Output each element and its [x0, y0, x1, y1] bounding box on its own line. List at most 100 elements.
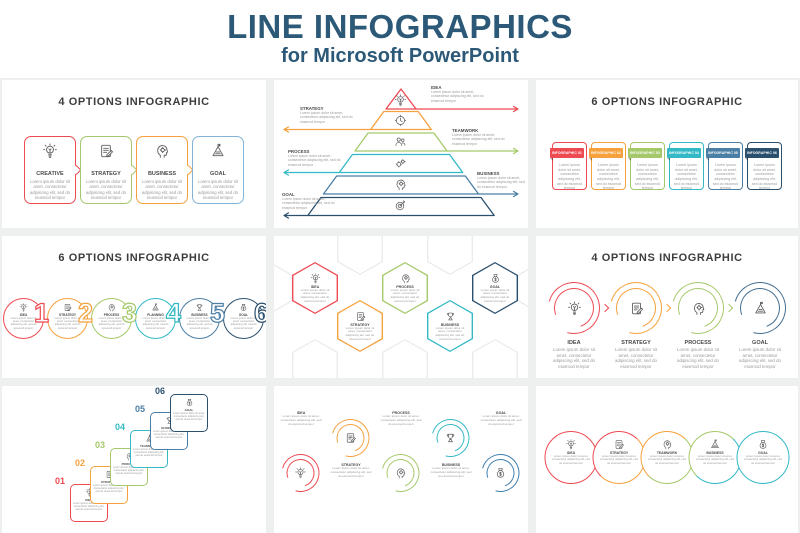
option-number: 1: [33, 298, 49, 328]
note-icon: [631, 302, 643, 314]
pyramid-icon: [754, 301, 766, 313]
ribbon-card-6: INFOGRAPHIC 06 Lorem ipsum dolor sit ame…: [745, 142, 782, 190]
step-number: 01: [55, 476, 66, 486]
money-icon: [759, 440, 767, 449]
option-description: Lorem ipsum dolor sit amet, consectetur …: [141, 179, 183, 200]
hexagon-decor: [292, 339, 338, 378]
money-icon: [240, 304, 247, 311]
target-icon: [395, 200, 405, 211]
money-icon: [491, 274, 499, 283]
option-label: STRATEGY: [91, 171, 121, 177]
option-number: 3: [121, 298, 137, 328]
options-row: IDEA Lorem ipsum dolor sit amet, consect…: [538, 272, 796, 369]
page-subtitle: for Microsoft PowerPoint: [281, 44, 519, 67]
card-description: Lorem ipsum dolor sit amet, consectetur …: [712, 163, 739, 191]
ribbon-label: INFOGRAPHIC 01: [550, 148, 584, 161]
slide-thumbnail-4-options-spirals[interactable]: 4 OPTIONS INFOGRAPHIC IDEA Lorem ipsum d…: [536, 236, 798, 378]
bulb-icon: [43, 143, 57, 158]
bulb-icon: [310, 273, 320, 284]
clock-icon: [394, 114, 407, 127]
card-description: Lorem ipsum dolor sit amet, consectetur …: [556, 163, 583, 191]
step-number: 04: [115, 422, 126, 432]
trophy-icon: [196, 304, 203, 311]
hexagon-decor: [382, 339, 428, 378]
option-description: Lorem ipsum dolor sit amet, consectetur …: [197, 179, 239, 200]
spiral-option-strategy: STRATEGY Lorem ipsum dolor sit amet, con…: [600, 272, 672, 369]
option-number: 5: [209, 298, 225, 328]
ribbon-card-4: INFOGRAPHIC 04 Lorem ipsum dolor sit ame…: [667, 142, 704, 190]
slide-thumbnail-6-options-ribbons[interactable]: 6 OPTIONS INFOGRAPHIC INFOGRAPHIC 01 Lor…: [536, 80, 798, 228]
option-number: 2: [77, 298, 93, 328]
note-icon: [64, 304, 72, 311]
option-label: CREATIVE: [36, 171, 64, 177]
step-number: 06: [155, 386, 166, 396]
card-description: Lorem ipsum dolor sit amet, consectetur …: [634, 163, 661, 191]
pyramid-icon: [711, 439, 719, 449]
page-header: LINE INFOGRAPHICS for Microsoft PowerPoi…: [0, 0, 800, 78]
option-label: BUSINESS: [147, 171, 177, 177]
hexagon-decor: [427, 236, 473, 275]
option-number: 4: [165, 298, 181, 328]
slide-thumbnail-4-options-cards[interactable]: 4 OPTIONS INFOGRAPHIC CREATIVE Lorem ips…: [2, 80, 266, 228]
pyramid-icon: [152, 303, 159, 311]
hexagon-decor: [337, 236, 383, 275]
gears-icon: [395, 159, 406, 168]
ribbon-label: INFOGRAPHIC 04: [667, 148, 701, 161]
note-icon: [101, 144, 113, 158]
panel-heading: 6 OPTIONS INFOGRAPHIC: [58, 252, 210, 264]
option-description: Lorem ipsum dolor sit amet, consectetur …: [85, 179, 127, 200]
ribbon-card-2: INFOGRAPHIC 02 Lorem ipsum dolor sit ame…: [589, 142, 626, 190]
options-row: CREATIVE Lorem ipsum dolor sit amet, con…: [24, 136, 244, 204]
ribbon-label: INFOGRAPHIC 06: [745, 148, 779, 161]
trophy-icon: [446, 312, 454, 321]
head-icon: [396, 468, 406, 479]
trophy-icon: [446, 433, 455, 443]
step-number: 05: [135, 404, 146, 414]
ribbon-card-3: INFOGRAPHIC 03 Lorem ipsum dolor sit ame…: [628, 142, 665, 191]
spiral-option-goal: GOAL Lorem ipsum dolor sit amet, consect…: [724, 272, 796, 369]
hexagon-decor: [472, 339, 518, 378]
bulb-icon: [566, 439, 576, 450]
option-card-business: BUSINESS Lorem ipsum dolor sit amet, con…: [136, 136, 188, 204]
bulb-icon: [295, 467, 306, 479]
option-number: 6: [253, 298, 266, 328]
option-card-strategy: STRATEGY Lorem ipsum dolor sit amet, con…: [80, 136, 132, 204]
bulb-icon: [567, 300, 581, 315]
option-card-goal: GOAL Lorem ipsum dolor sit amet, consect…: [192, 136, 244, 204]
spiral-option-idea: IDEA Lorem ipsum dolor sit amet, consect…: [538, 272, 610, 369]
step-number: 02: [75, 458, 86, 468]
money-icon: [496, 468, 505, 478]
panel-heading: 6 OPTIONS INFOGRAPHIC: [591, 96, 743, 108]
head-icon: [157, 145, 169, 158]
option-card-creative: CREATIVE Lorem ipsum dolor sit amet, con…: [24, 136, 76, 204]
